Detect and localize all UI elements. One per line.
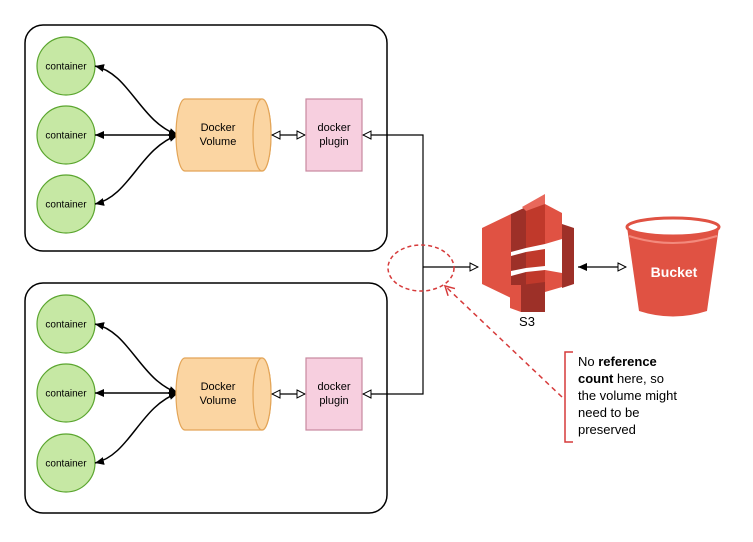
container-volume-link bbox=[94, 134, 179, 206]
highlight-ellipse bbox=[387, 244, 455, 292]
container-node: container bbox=[36, 36, 96, 96]
annotation-line1-b: reference bbox=[598, 354, 657, 369]
docker-plugin: docker plugin bbox=[305, 98, 363, 172]
svg-text:No reference: No reference bbox=[578, 354, 657, 369]
docker-volume: Docker Volume bbox=[175, 357, 272, 431]
annotation-line2-a: count bbox=[578, 371, 614, 386]
volume-label-line2: Volume bbox=[200, 136, 237, 148]
volume-label-line2: Volume bbox=[200, 395, 237, 407]
volume-label-line1: Docker bbox=[201, 381, 236, 393]
host-1: container container container Docker Vol… bbox=[24, 24, 388, 252]
container-node: container bbox=[36, 105, 96, 165]
docker-volume: Docker Volume bbox=[175, 98, 272, 172]
plugin-label-line1: docker bbox=[317, 122, 350, 134]
annotation-line3: the volume might bbox=[578, 388, 677, 403]
container-volume-link bbox=[94, 322, 179, 394]
container-label: container bbox=[45, 200, 87, 211]
container-label: container bbox=[45, 62, 87, 73]
plugin-2-s3-link bbox=[363, 267, 424, 394]
host-2: container container container Docker Vol… bbox=[24, 282, 388, 514]
annotation-line5: preserved bbox=[578, 422, 636, 437]
container-node: container bbox=[36, 433, 96, 493]
plugin-label-line2: plugin bbox=[319, 136, 348, 148]
container-node: container bbox=[36, 363, 96, 423]
bucket-label: Bucket bbox=[651, 264, 698, 280]
plugin-label-line1: docker bbox=[317, 381, 350, 393]
container-label: container bbox=[45, 459, 87, 470]
container-node: container bbox=[36, 174, 96, 234]
container-node: container bbox=[36, 294, 96, 354]
plugin-1-s3-link bbox=[363, 135, 424, 267]
volume-label-line1: Docker bbox=[201, 122, 236, 134]
annotation-line2-b: here, so bbox=[613, 371, 664, 386]
annotation-bracket bbox=[564, 351, 573, 443]
svg-text:count here, so: count here, so bbox=[578, 371, 664, 386]
annotation-line1-a: No bbox=[578, 354, 598, 369]
annotation-line4: need to be bbox=[578, 405, 639, 420]
plugin-label-line2: plugin bbox=[319, 395, 348, 407]
container-label: container bbox=[45, 131, 87, 142]
container-volume-link bbox=[94, 64, 179, 136]
annotation-text: No reference count here, so the volume m… bbox=[578, 354, 677, 437]
container-label: container bbox=[45, 320, 87, 331]
aws-s3-icon: S3 bbox=[482, 194, 574, 329]
container-label: container bbox=[45, 389, 87, 400]
bucket-icon: Bucket bbox=[625, 216, 721, 317]
docker-plugin: docker plugin bbox=[305, 357, 363, 431]
container-volume-link bbox=[94, 392, 179, 465]
s3-label: S3 bbox=[519, 314, 535, 329]
